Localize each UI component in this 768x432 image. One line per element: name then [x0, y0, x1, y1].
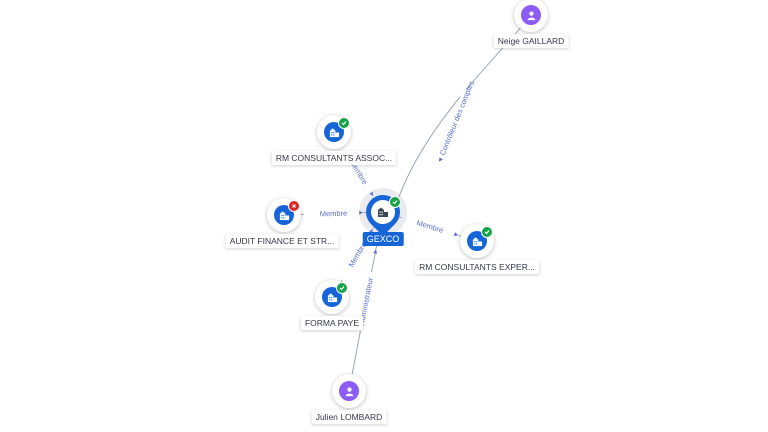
edge-label-bg: [303, 207, 364, 219]
edge-arrow: [369, 191, 374, 197]
cross-icon: [288, 200, 300, 212]
node-label: FORMA PAYE: [300, 316, 364, 330]
person-icon: [339, 381, 359, 401]
node-label: RM CONSULTANTS EXPER...: [415, 260, 539, 274]
check-icon: [481, 226, 493, 238]
edge-arrow: [373, 249, 378, 254]
node-label: AUDIT FINANCE ET STR...: [225, 234, 339, 248]
edge-label-bg: [441, 88, 472, 148]
person-icon: [521, 5, 541, 25]
check-icon: [338, 117, 350, 129]
node-label: Neige GAILLARD: [493, 34, 569, 48]
edge-label: Membre: [320, 209, 348, 219]
node-label: Julien LOMBARD: [311, 410, 387, 424]
edge-label-bg: [400, 212, 461, 240]
edge-label: Membre: [416, 218, 445, 235]
check-icon: [336, 282, 348, 294]
check-icon: [389, 196, 401, 208]
edge-arrow: [359, 210, 364, 215]
edge-arrow: [438, 157, 443, 162]
edge-arrow: [453, 232, 459, 236]
center-node-label: GEXCO: [362, 232, 404, 246]
node-label: RM CONSULTANTS ASSOC...: [271, 151, 397, 165]
